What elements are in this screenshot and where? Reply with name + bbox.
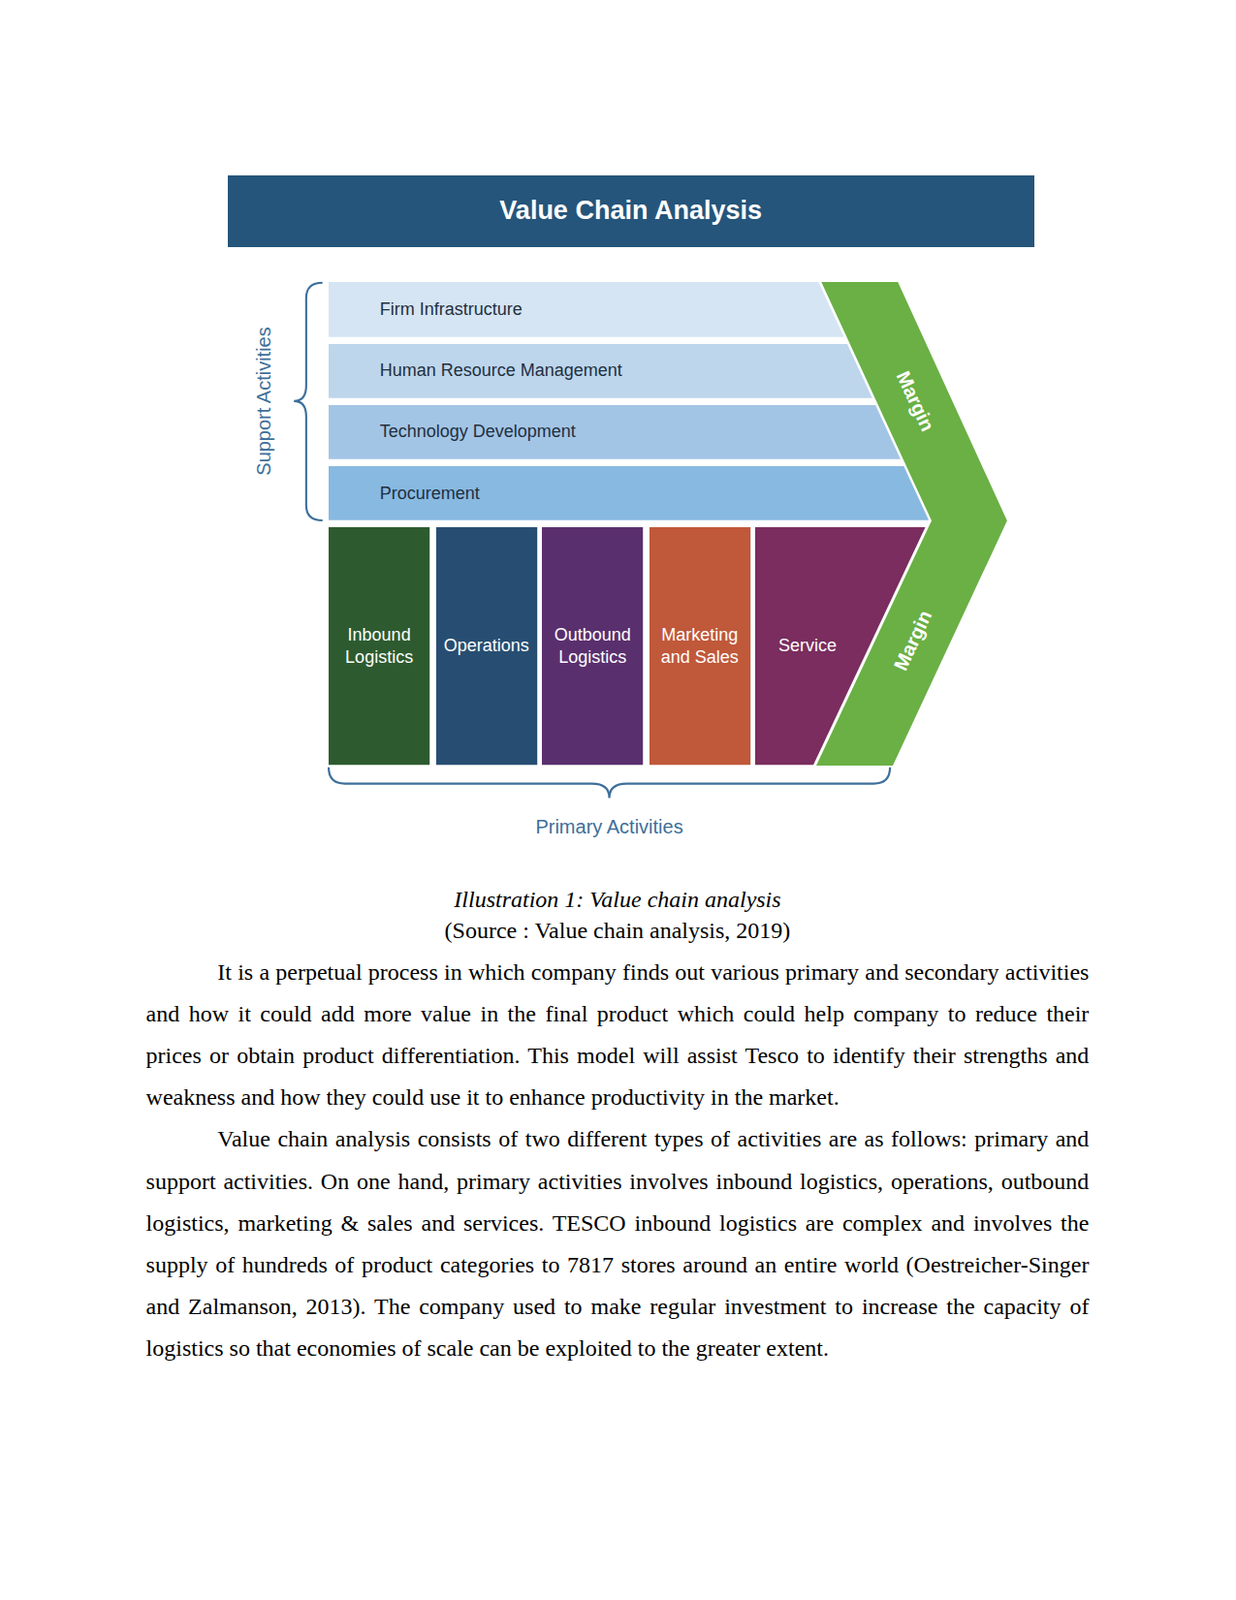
primary-box: Operations: [436, 527, 538, 765]
support-band: Human Resource Management: [328, 344, 873, 399]
primary-bracket: [328, 767, 890, 799]
node-shape: [816, 282, 1008, 766]
node-outline: [328, 466, 929, 521]
group-label: Support Activities: [252, 326, 275, 476]
activity-label: Service: [778, 634, 837, 658]
primary-box: Outbound Logistics: [541, 527, 643, 765]
figure-caption: Illustration 1: Value chain analysis: [453, 886, 781, 913]
node-shape: [328, 527, 430, 765]
node-shape: [541, 527, 643, 765]
margin-chevron: MarginMargin: [816, 282, 1008, 766]
activity-label: Human Resource Management: [380, 360, 623, 381]
support-band: Firm Infrastructure: [328, 282, 845, 338]
support-band: Technology Development: [328, 405, 901, 460]
activity-label: Inbound Logistics: [334, 624, 424, 670]
node-outline: [328, 527, 430, 765]
support-band: Procurement: [328, 466, 929, 521]
title-band: Value Chain Analysis: [227, 175, 1035, 248]
group-label: Primary Activities: [535, 815, 683, 838]
primary-box: Inbound Logistics: [328, 527, 430, 765]
node-outline: [328, 344, 873, 399]
node-outline: [541, 527, 643, 765]
primary-box: Marketing and Sales: [649, 527, 751, 765]
node-outline: [436, 527, 538, 765]
node-outline: [816, 282, 1008, 766]
activity-label: Technology Development: [380, 421, 576, 443]
activity-label: Outbound Logistics: [547, 624, 637, 670]
body-paragraph: It is a perpetual process in which compa…: [146, 951, 1090, 1120]
node-outline: [649, 527, 751, 765]
source-note: (Source : Value chain analysis, 2019): [444, 918, 792, 945]
activity-label: Procurement: [380, 483, 480, 505]
node-outline: [328, 405, 901, 460]
support-bracket: [293, 283, 322, 521]
node-outline: [328, 282, 845, 338]
activity-label: Marketing and Sales: [655, 624, 745, 670]
diagram-title: Value Chain Analysis: [499, 195, 762, 226]
activity-label: Operations: [443, 634, 530, 658]
body-paragraph: Value chain analysis consists of two dif…: [146, 1118, 1090, 1370]
activity-label: Firm Infrastructure: [380, 299, 523, 320]
node-shape: [649, 527, 751, 765]
